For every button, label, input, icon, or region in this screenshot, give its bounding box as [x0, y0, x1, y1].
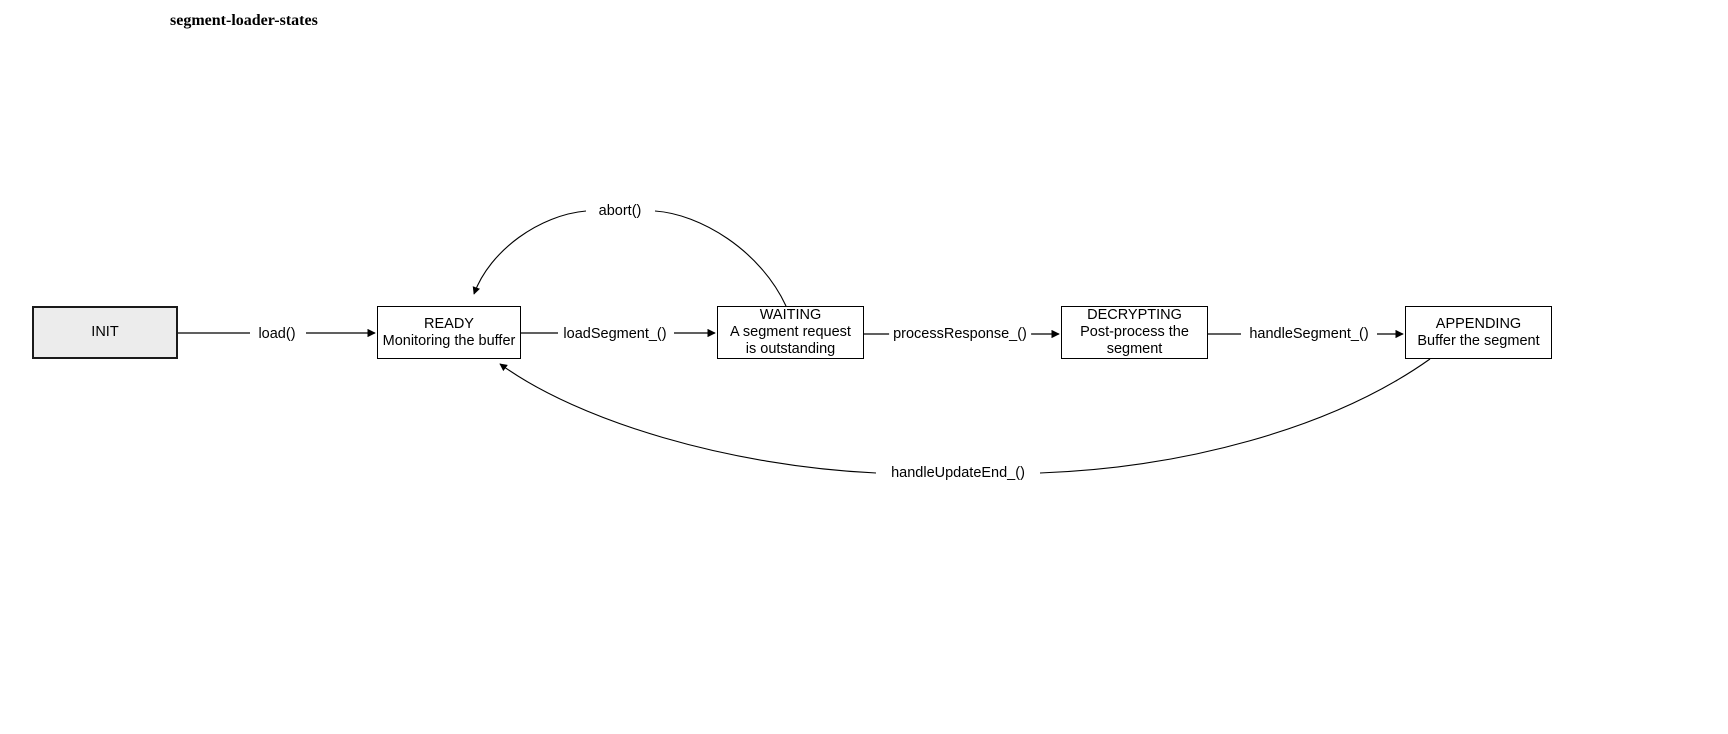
state-node-title: DECRYPTING — [1087, 307, 1182, 323]
edge-label-abort: abort() — [594, 203, 646, 219]
edge-label-process-response: processResponse_() — [889, 326, 1031, 342]
state-node-desc: Buffer the segment — [1417, 332, 1540, 349]
state-node-desc: Monitoring the buffer — [382, 332, 516, 349]
state-node-init[interactable]: INIT — [32, 306, 178, 359]
edge-label-handle-segment: handleSegment_() — [1245, 326, 1373, 342]
state-node-title: INIT — [91, 324, 119, 340]
edge-waiting-ready-abort-left — [472, 210, 587, 295]
diagram-title: segment-loader-states — [170, 12, 318, 29]
edge-label-load: load() — [254, 326, 300, 342]
edge-label-load-segment: loadSegment_() — [559, 326, 671, 342]
state-node-title: APPENDING — [1435, 315, 1522, 332]
edge-label-handle-update-end: handleUpdateEnd_() — [887, 465, 1029, 481]
edge-appending-ready-right — [1039, 358, 1431, 474]
state-node-ready[interactable]: READY Monitoring the buffer — [377, 306, 521, 359]
state-node-title: WAITING — [759, 307, 822, 323]
state-node-title: READY — [424, 315, 474, 332]
state-node-appending[interactable]: APPENDING Buffer the segment — [1405, 306, 1552, 359]
edge-appending-ready-left — [499, 363, 877, 474]
edge-waiting-ready-abort-right — [654, 210, 787, 307]
